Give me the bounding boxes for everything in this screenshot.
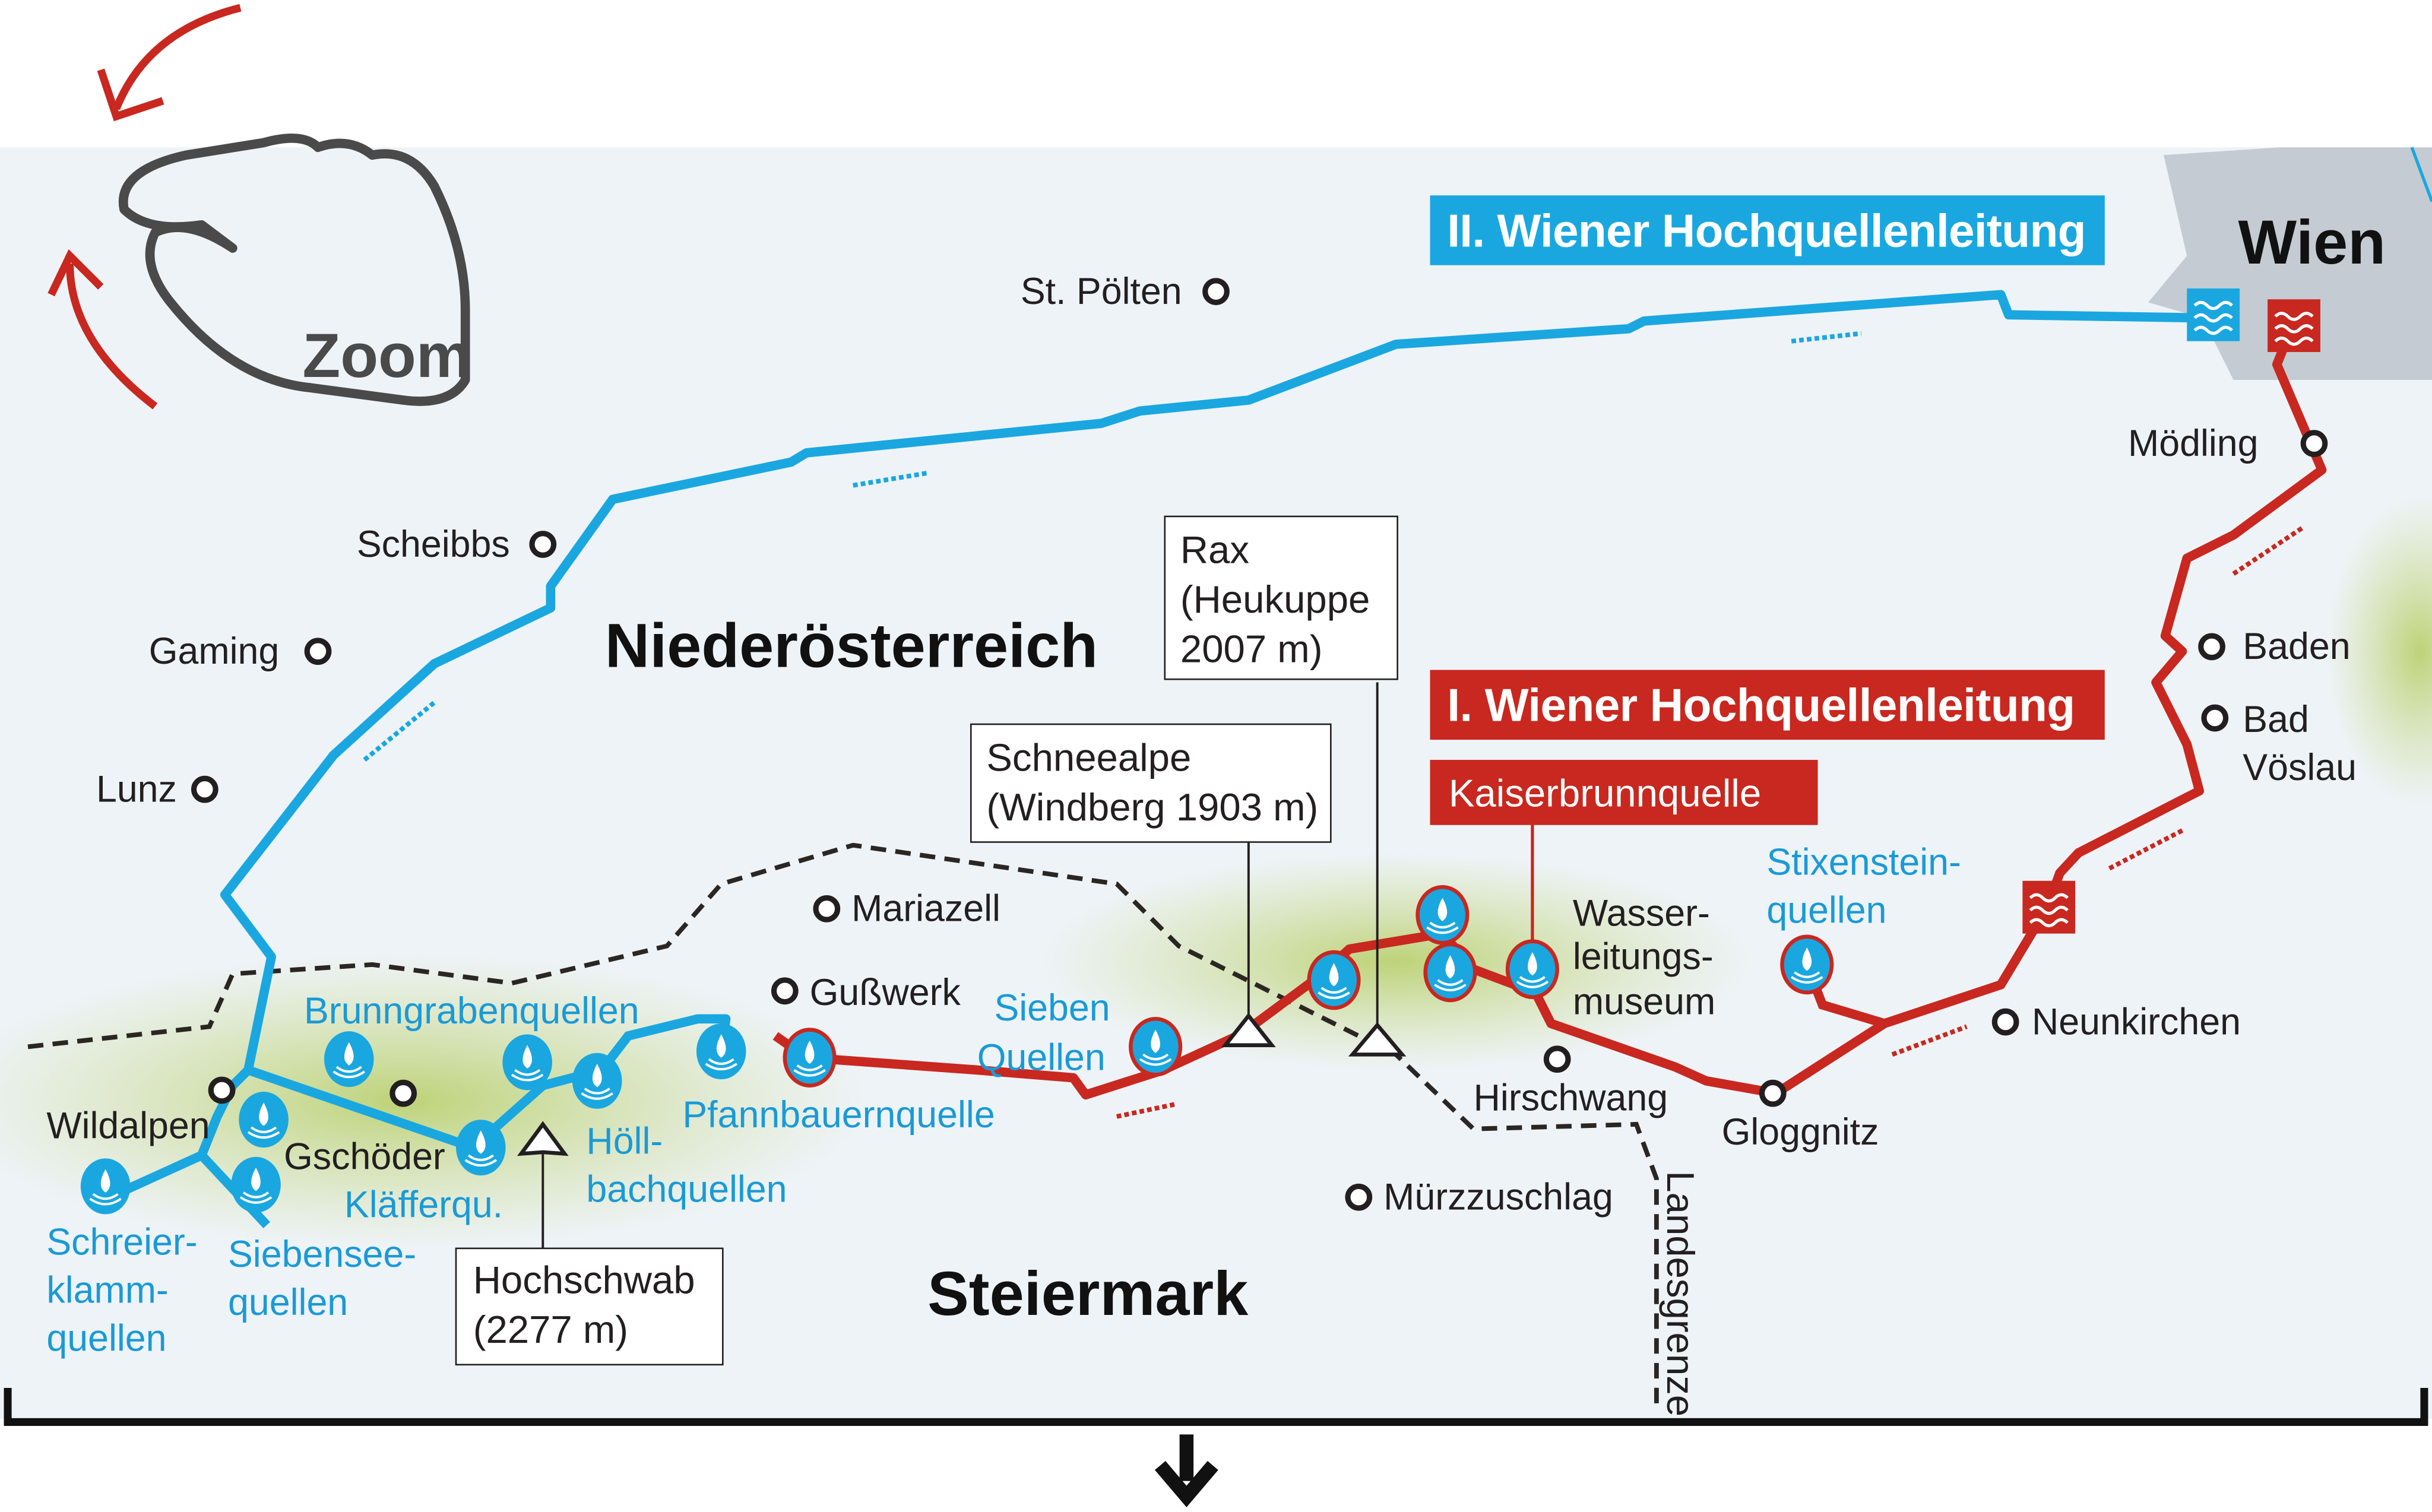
city-bad-voeslau-1: Bad (2243, 699, 2309, 740)
zoom-gesture-icon (48, 4, 470, 410)
spring-stixenstein: quellen (1766, 889, 1886, 931)
spring-icon (1423, 942, 1477, 1003)
second-line-title: II. Wiener Hochquellenleitung (1430, 195, 2105, 265)
hochschwab-name: Hochschwab (473, 1259, 695, 1302)
city-markers (191, 278, 2328, 1211)
city-st-poelten: St. Pölten (1021, 271, 1182, 312)
city-muerzzuschlag: Mürzzuschlag (1383, 1177, 1613, 1218)
scroll-down-arrow-icon[interactable] (1155, 1434, 1218, 1507)
museum-label: Wasser- (1573, 893, 1710, 934)
peak-icons (517, 1012, 1407, 1156)
scroll-bracket (4, 1387, 2428, 1426)
spring-brunngraben: Brunngrabenquellen (304, 990, 639, 1032)
first-line-title: I. Wiener Hochquellenleitung (1430, 670, 2105, 740)
spring-icon (80, 1158, 131, 1215)
rax-area (1039, 852, 1753, 1070)
city-gloggnitz: Gloggnitz (1722, 1111, 1879, 1153)
city-moedling: Mödling (2128, 423, 2259, 464)
spring-pfannbauer: Pfannbauernquelle (682, 1094, 995, 1136)
city-baden: Baden (2243, 626, 2350, 667)
museum-label: leitungs- (1573, 936, 1714, 978)
spring-icon (456, 1120, 506, 1176)
capital-label: Wien (2238, 208, 2386, 277)
schneealpe-detail: (Windberg 1903 m) (986, 785, 1318, 829)
spring-sieben-quellen: Sieben (994, 987, 1110, 1029)
first-line-label: I. Wiener Hochquellenleitung (1447, 679, 2075, 731)
rax-label-box: Rax (Heukuppe 2007 m) (1164, 515, 1398, 680)
spring-hoellbach: bachquellen (586, 1169, 787, 1210)
spring-icon (1307, 950, 1361, 1010)
reservoir-icon (2268, 299, 2320, 353)
spring-icon (1129, 1017, 1183, 1077)
schneealpe-name: Schneealpe (986, 736, 1191, 779)
second-aqueduct-line[interactable] (114, 290, 2203, 1199)
spring-icon (1416, 885, 1470, 945)
spring-siebensee: Siebensee- (228, 1234, 416, 1275)
city-gaming: Gaming (149, 630, 280, 672)
kaiserbrunn-label: Kaiserbrunnquelle (1449, 771, 1761, 814)
spring-sieben-quellen: Quellen (977, 1036, 1106, 1078)
spring-icon (324, 1031, 374, 1088)
region-steiermark: Steiermark (927, 1259, 1249, 1329)
river (2410, 147, 2432, 202)
spring-icons (80, 885, 1834, 1215)
state-border (27, 842, 1659, 1404)
zoom-gesture-label: Zoom (302, 321, 471, 391)
reservoir-icon (2187, 288, 2240, 341)
spring-stixenstein: Stixenstein- (1766, 841, 1961, 883)
city-neunkirchen: Neunkirchen (2032, 1001, 2241, 1042)
schneealpe-label-box: Schneealpe (Windberg 1903 m) (970, 723, 1332, 843)
spring-icon (572, 1053, 622, 1109)
spring-schreierklamm: Schreier- (46, 1221, 197, 1263)
hochschwab-label-box: Hochschwab (2277 m) (455, 1247, 724, 1366)
region-niederoesterreich: Niederösterreich (605, 611, 1098, 680)
spring-icon (1505, 939, 1559, 999)
city-bad-voeslau-2: Vöslau (2243, 747, 2357, 788)
museum-label: museum (1573, 981, 1715, 1022)
spring-icon (696, 1023, 746, 1080)
hochschwab-elevation: (2277 m) (473, 1308, 628, 1351)
spring-schreierklamm: quellen (46, 1317, 166, 1359)
spring-icon (231, 1156, 281, 1213)
spring-icon (1780, 934, 1834, 995)
kaiserbrunn-title: Kaiserbrunnquelle (1430, 760, 1818, 825)
city-scheibbs: Scheibbs (357, 524, 510, 565)
spring-icon (502, 1034, 552, 1091)
city-wildalpen: Wildalpen (46, 1105, 210, 1146)
spring-schreierklamm: klamm- (46, 1269, 168, 1311)
green-area-east (2326, 496, 2432, 807)
city-hirschwang: Hirschwang (1474, 1077, 1668, 1118)
flow-arrows (363, 331, 2305, 1119)
spring-siebensee: quellen (228, 1282, 348, 1323)
city-mariazell: Mariazell (851, 888, 1000, 930)
spring-hoellbach: Höll- (586, 1121, 663, 1162)
rax-name: Rax (1180, 528, 1249, 571)
second-line-label: II. Wiener Hochquellenleitung (1447, 204, 2086, 256)
spring-klaeffer: Kläfferqu. (344, 1184, 503, 1226)
peak-leaders (542, 682, 1379, 1248)
city-lunz: Lunz (96, 769, 177, 810)
spring-icon (239, 1092, 289, 1148)
border-label: Landesgrenze (1659, 1171, 1702, 1416)
reservoir-icon (2022, 880, 2076, 934)
rax-detail: (Heukuppe (1180, 578, 1370, 621)
city-gusswerk: Gußwerk (810, 972, 961, 1013)
rax-elevation: 2007 m) (1180, 627, 1323, 670)
city-gschoeder: Gschöder (284, 1136, 445, 1178)
spring-icon (783, 1028, 837, 1088)
